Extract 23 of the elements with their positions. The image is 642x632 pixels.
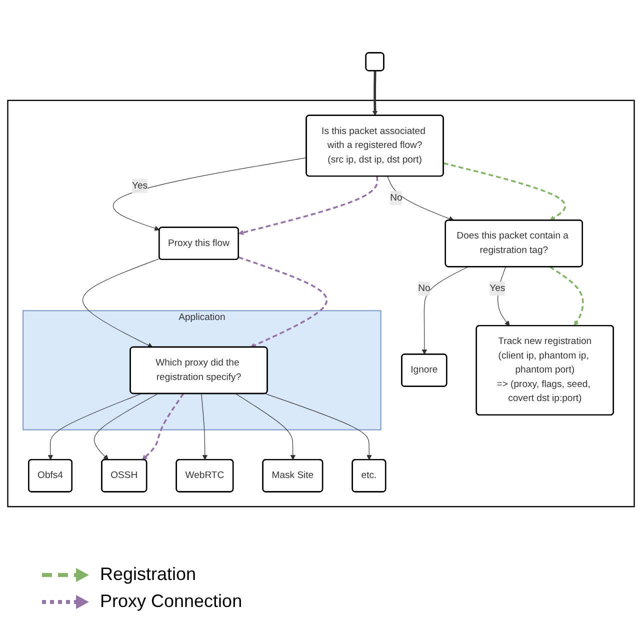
arrow	[238, 176, 378, 236]
arrow	[443, 162, 566, 221]
arrow	[94, 394, 158, 460]
arrow	[387, 176, 454, 222]
arrow	[112, 158, 307, 232]
arrow	[142, 394, 184, 460]
edge-label: Yes	[132, 180, 148, 192]
cluster	[7, 100, 635, 508]
edge-label: No	[390, 193, 402, 204]
arrow	[48, 394, 142, 460]
arrow	[82, 258, 160, 348]
arrow	[422, 266, 468, 355]
arrow	[238, 256, 328, 348]
arrow	[498, 266, 510, 326]
arrow	[235, 394, 296, 460]
arrow	[264, 394, 372, 460]
arrow	[549, 266, 584, 326]
edge-label: No	[418, 284, 430, 294]
arrow	[201, 394, 208, 460]
legend-label: Registration	[100, 564, 196, 585]
edge-label: Yes	[490, 284, 506, 294]
arrow	[372, 71, 378, 116]
legend-label: Proxy Connection	[100, 591, 242, 612]
